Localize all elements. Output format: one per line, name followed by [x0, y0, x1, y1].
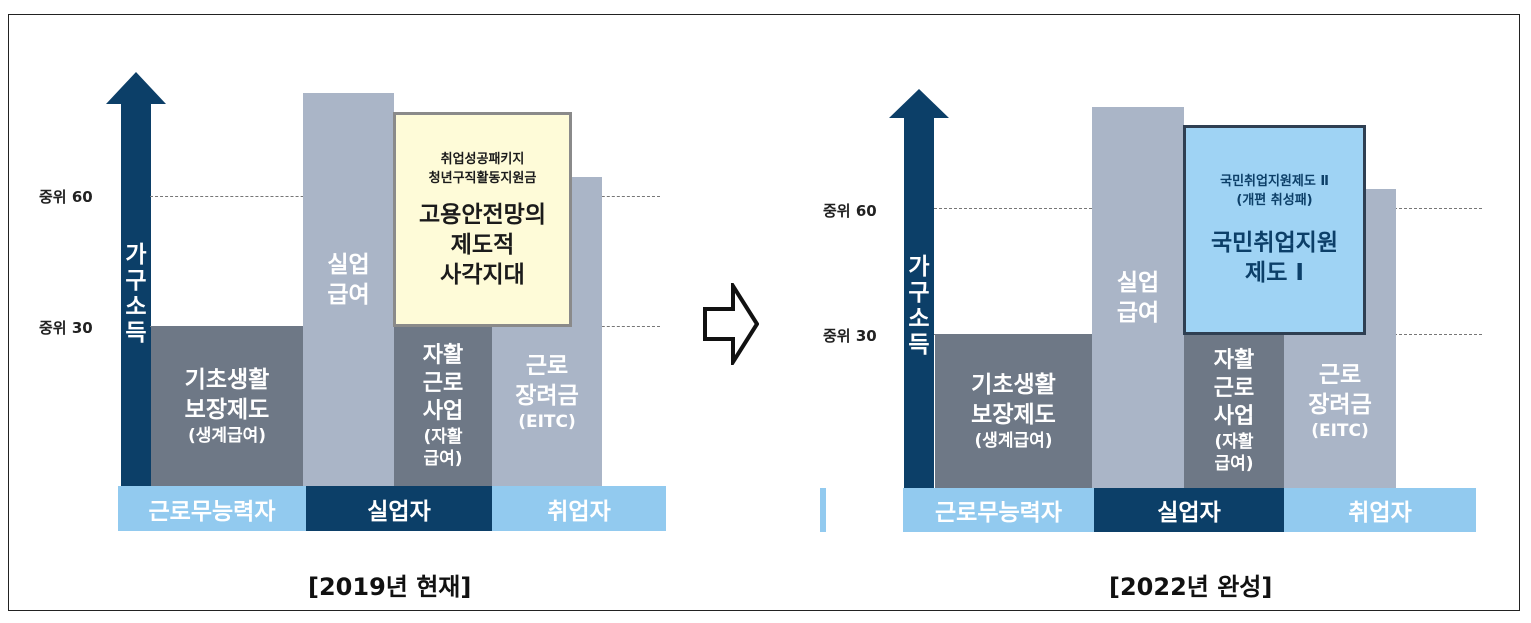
category-unemployed: 실업자 — [1094, 488, 1284, 532]
caption-2022: [2022년 완성] — [1109, 573, 1273, 601]
basic-living-block: 기초생활 보장제도 (생계급여) — [935, 334, 1092, 488]
transition-arrow-icon — [703, 283, 759, 365]
category-bar-edge — [820, 488, 826, 532]
income-axis-label: 가 구 소 득 — [908, 254, 930, 358]
income-axis-label: 가 구 소 득 — [125, 242, 147, 346]
category-unemployed: 실업자 — [306, 486, 492, 531]
category-no-work-ability: 근로무능력자 — [903, 488, 1094, 532]
category-no-work-ability: 근로무능력자 — [118, 486, 306, 531]
outer-frame — [8, 14, 1520, 611]
caption-2019: [2019년 현재] — [308, 573, 472, 601]
unemployment-benefit-block: 실업 급여 — [1092, 107, 1184, 488]
unemployment-benefit-block: 실업 급여 — [303, 93, 394, 486]
basic-living-block: 기초생활 보장제도 (생계급여) — [151, 326, 303, 486]
median-60-label: 중위 60 — [39, 188, 93, 206]
category-employed: 취업자 — [1284, 488, 1476, 532]
income-axis-arrow — [889, 89, 949, 488]
national-employment-support-box: 국민취업지원제도 Ⅱ (개편 취성패) 국민취업지원 제도 Ⅰ — [1183, 125, 1366, 335]
median-30-label: 중위 30 — [39, 319, 93, 337]
safety-net-gap-box: 취업성공패키지 청년구직활동지원금 고용안전망의 제도적 사각지대 — [393, 112, 572, 327]
category-employed: 취업자 — [492, 486, 666, 531]
median-60-label: 중위 60 — [823, 202, 877, 220]
self-support-block: 자활 근로 사업 (자활 급여) — [1184, 334, 1284, 488]
median-30-label: 중위 30 — [823, 327, 877, 345]
self-support-block: 자활 근로 사업 (자활 급여) — [394, 326, 492, 486]
